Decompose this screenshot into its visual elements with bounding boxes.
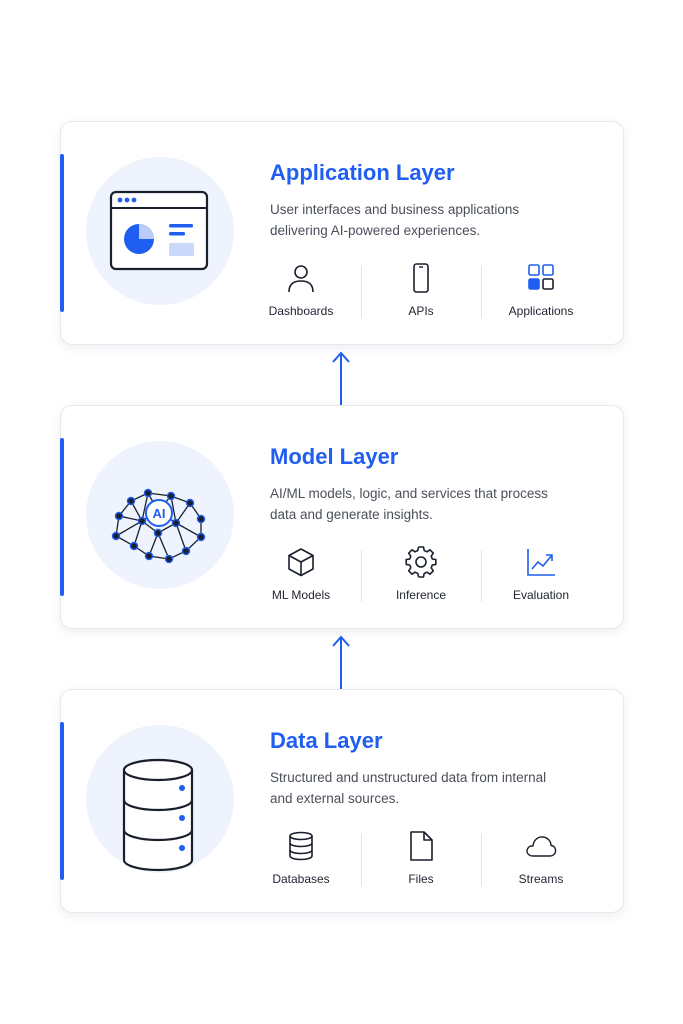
database-server-icon [86,725,234,873]
layer-description: Structured and unstructured data from in… [270,770,547,806]
feature-ml-models: ML Models [241,546,361,606]
feature-label: Inference [395,588,447,602]
feature-dashboards: Dashboards [241,262,361,322]
layer-description: User interfaces and business application… [270,202,520,238]
gear-icon [405,546,437,578]
feature-label: ML Models [271,588,331,602]
arrow-up-icon [332,351,350,406]
layer-title: Data Layer [270,728,383,753]
user-icon [288,265,314,293]
feature-label: Files [408,872,434,886]
card-accent-bar [60,722,64,880]
feature-label: Dashboards [268,304,334,318]
feature-inference: Inference [361,546,481,606]
feature-label: Evaluation [512,588,570,602]
feature-files: Files [361,830,481,890]
database-icon [289,831,313,861]
application-layer-card: Application Layer User interfaces and bu… [60,121,624,345]
feature-row: Dashboards APIs Applications [241,262,601,322]
card-accent-bar [60,438,64,596]
feature-row: Databases Files Streams [241,830,601,890]
layer-description: AI/ML models, logic, and services that p… [270,486,548,522]
data-layer-card: Data Layer Structured and unstructured d… [60,689,624,913]
feature-label: Streams [518,872,564,886]
feature-row: ML Models Inference Evaluation [241,546,601,606]
feature-evaluation: Evaluation [481,546,601,606]
cloud-icon [526,836,557,857]
ai-badge-text: AI [153,506,166,521]
layer-title: Model Layer [270,444,399,469]
feature-applications: Applications [481,262,601,322]
feature-label: Databases [272,872,330,886]
model-layer-card: AI Model Layer AI/ML models, logic, and … [60,405,624,629]
feature-databases: Databases [241,830,361,890]
feature-label: APIs [408,304,434,318]
layer-title: Application Layer [270,160,455,185]
ai-brain-network-icon: AI [86,441,234,589]
feature-streams: Streams [481,830,601,890]
dashboard-window-icon [86,157,234,305]
trend-chart-icon [527,549,555,576]
mobile-device-icon [413,263,429,293]
arrow-up-icon [332,635,350,690]
cube-icon [288,548,314,577]
feature-apis: APIs [361,262,481,322]
file-icon [410,831,433,861]
card-accent-bar [60,154,64,312]
app-grid-icon [528,264,554,290]
feature-label: Applications [508,304,574,318]
